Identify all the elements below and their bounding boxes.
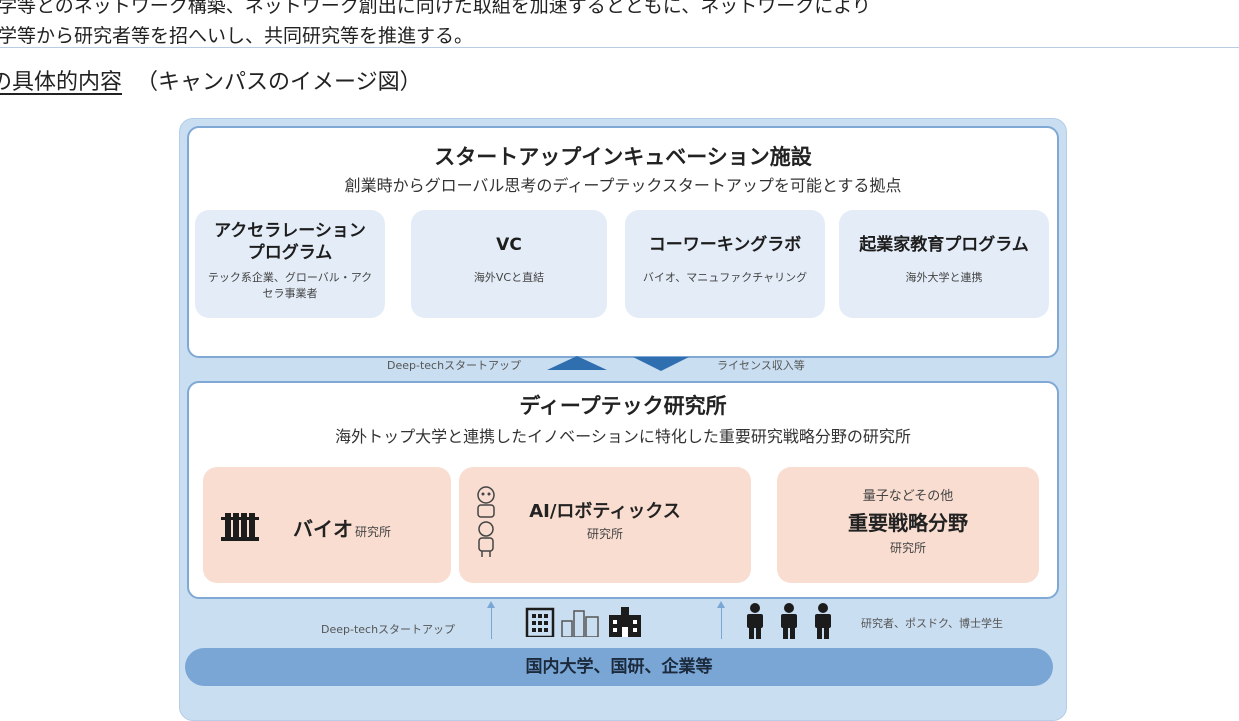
section-heading-underlined: の具体的内容: [0, 70, 123, 95]
card-acceleration-program: アクセラレーション プログラム テック系企業、グローバル・アク セラ事業者: [195, 210, 385, 318]
card-coworking-lab: コーワーキングラボ バイオ、マニュファクチャリング: [625, 210, 825, 318]
strategic-field-lab-card: 量子などその他 重要戦略分野 研究所: [777, 467, 1039, 583]
ai-robotics-lab-card: AI/ロボティックス 研究所: [459, 467, 751, 583]
card-acceleration-title: アクセラレーション プログラム: [214, 221, 366, 263]
flow-row: Deep-techスタートアップ ライセンス収入等: [187, 348, 1055, 378]
test-tubes-icon: [221, 513, 259, 541]
flow-left-label: Deep-techスタートアップ: [387, 359, 522, 372]
startup-subtitle: 創業時からグローバル思考のディープテックスタートアップを可能とする拠点: [344, 176, 902, 195]
up-arrow-right: [717, 601, 725, 639]
office-building-icon: [525, 607, 555, 637]
domestic-institutions-bar: 国内大学、国研、企業等: [185, 648, 1053, 686]
bio-lab-card: バイオ研究所: [203, 467, 451, 583]
card-education-title: 起業家教育プログラム: [859, 235, 1029, 255]
research-subtitle: 海外トップ大学と連携したイノベーションに特化した重要研究戦略分野の研究所: [335, 427, 911, 446]
deeptech-research-panel: ディープテック研究所 海外トップ大学と連携したイノベーションに特化した重要研究戦…: [187, 381, 1059, 599]
card-education-sub: 海外大学と連携: [905, 271, 983, 284]
bottom-flow-row: Deep-techスタートアップ: [187, 599, 1055, 639]
card-coworking-sub: バイオ、マニュファクチャリング: [642, 271, 808, 284]
flow-right-label: ライセンス収入等: [717, 359, 805, 372]
ai-lab-suffix: 研究所: [586, 527, 623, 541]
down-triangle-icon: [633, 357, 689, 371]
university-buildings-icon: [561, 610, 599, 637]
card-acceleration-sub: テック系企業、グローバル・アク セラ事業者: [207, 271, 373, 300]
card-vc-sub: 海外VCと直結: [473, 271, 545, 284]
startup-incubation-panel: スタートアップインキュベーション施設 創業時からグローバル思考のディープテックス…: [187, 126, 1059, 358]
section-heading-rest: （キャンパスのイメージ図）: [136, 70, 422, 95]
up-triangle-icon: [547, 356, 607, 370]
research-title: ディープテック研究所: [519, 394, 727, 418]
header-divider: [0, 47, 1239, 48]
bottom-right-label: 研究者、ポスドク、博士学生: [861, 617, 1004, 630]
hospital-building-icon: [609, 607, 641, 637]
card-vc-title: VC: [496, 235, 522, 255]
bio-lab-title: バイオ: [293, 517, 353, 541]
card-vc: VC 海外VCと直結: [411, 210, 607, 318]
bottom-left-label: Deep-techスタートアップ: [321, 623, 456, 636]
strategic-lab-title: 重要戦略分野: [848, 511, 968, 535]
strategic-lab-suffix: 研究所: [889, 541, 926, 555]
card-entrepreneur-education: 起業家教育プログラム 海外大学と連携: [839, 210, 1049, 318]
section-heading: の具体的内容 （キャンパスのイメージ図）: [0, 67, 422, 99]
robot-icon: [477, 486, 495, 557]
up-arrow-left: [487, 601, 495, 639]
header-text: 学等とのネットワーク構築、ネットワーク創出に向けた取組を加速するとともに、ネット…: [0, 0, 1239, 51]
campus-diagram: スタートアップインキュベーション施設 創業時からグローバル思考のディープテックス…: [175, 116, 1070, 721]
ai-lab-title: AI/ロボティックス: [529, 501, 681, 522]
bio-lab-suffix: 研究所: [355, 525, 392, 539]
card-coworking-title: コーワーキングラボ: [648, 235, 802, 255]
startup-title: スタートアップインキュベーション施設: [434, 145, 812, 169]
researchers-people-icon: [747, 603, 831, 639]
header-line-1: 学等とのネットワーク構築、ネットワーク創出に向けた取組を加速するとともに、ネット…: [0, 0, 871, 17]
header-line-2: 学等から研究者等を招へいし、共同研究等を推進する。: [0, 25, 474, 47]
strategic-lab-pre: 量子などその他: [862, 489, 954, 504]
